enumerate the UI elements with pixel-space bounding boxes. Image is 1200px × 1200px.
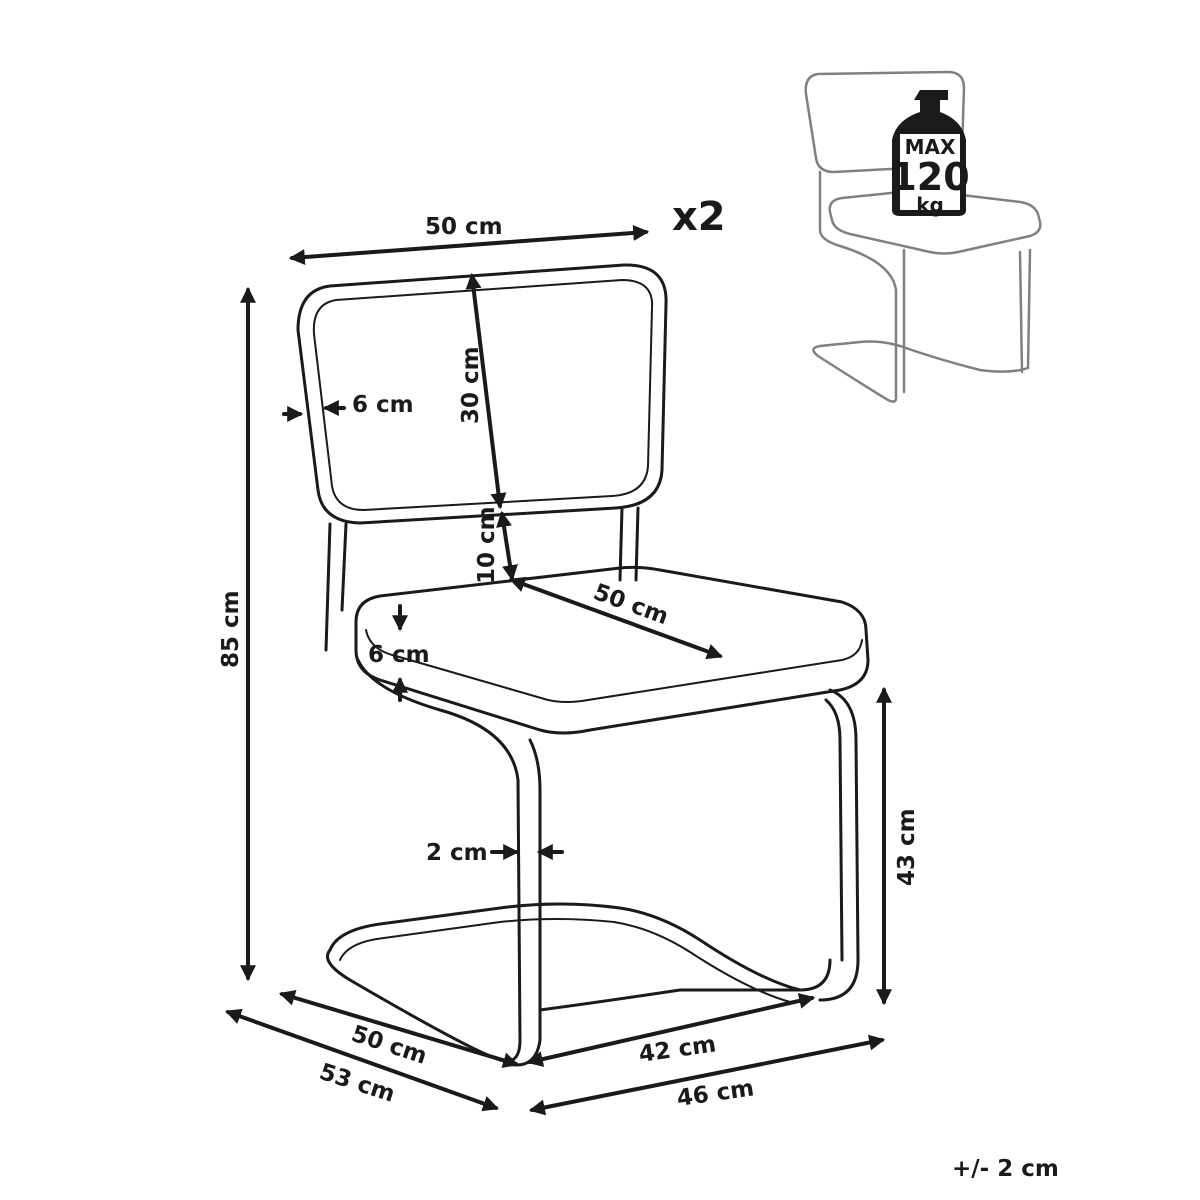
max-load-line1: MAX: [905, 135, 956, 159]
back-support-left-2: [340, 522, 348, 612]
frame-rear-right: [818, 688, 860, 1002]
label-base-depth: 50 cm: [348, 1021, 430, 1070]
dimension-labels: 50 cm 30 cm 6 cm 10 cm 50 cm 6 cm 85 cm …: [218, 214, 920, 1112]
max-load-line3: kg: [916, 193, 944, 217]
seat-outline: [354, 565, 870, 735]
label-seat-thickness: 6 cm: [368, 642, 430, 668]
dim-line-backrest-width: [288, 224, 650, 266]
label-backrest-gap: 10 cm: [474, 506, 500, 584]
label-backrest-height: 30 cm: [458, 346, 484, 424]
weight-label-panel: [900, 134, 960, 210]
dim-line-backrest-gap: [496, 510, 518, 582]
frame-rear-right-inner: [824, 698, 844, 962]
thumb-seat: [828, 188, 1042, 255]
backrest-outline: [296, 263, 668, 525]
frame-base-front: [538, 988, 802, 1012]
label-seat-height: 43 cm: [894, 808, 920, 886]
label-backrest-width: 50 cm: [425, 214, 503, 240]
label-overall-depth: 53 cm: [316, 1059, 398, 1108]
frame-base-inner: [339, 918, 791, 1003]
dim-line-seat-depth: [508, 576, 724, 660]
frame-front-left: [326, 658, 522, 1063]
tolerance-label: +/- 2 cm: [952, 1156, 1059, 1182]
back-support-left: [324, 522, 332, 652]
frame-front-left-inner: [506, 738, 542, 1067]
dimension-lines: [224, 224, 892, 1116]
seat-top-seam: [365, 629, 863, 703]
thumb-frame-inner: [902, 248, 1024, 394]
frame-base-left: [328, 902, 832, 992]
label-backrest-thickness: 6 cm: [352, 392, 414, 418]
dim-line-overall-depth: [224, 1008, 500, 1112]
label-overall-height: 85 cm: [218, 590, 244, 668]
back-support-right-2: [634, 506, 640, 582]
backrest-inner-seam: [312, 279, 654, 511]
label-frame-tube: 2 cm: [426, 840, 488, 866]
dim-line-backrest-height: [465, 272, 507, 510]
thumb-frame: [812, 170, 1032, 403]
dim-line-overall-width: [528, 1034, 886, 1116]
max-load-line2: 120: [890, 155, 969, 199]
quantity-label: x2: [672, 194, 726, 240]
max-load-thumbnail: MAX 120 kg: [804, 70, 1042, 403]
